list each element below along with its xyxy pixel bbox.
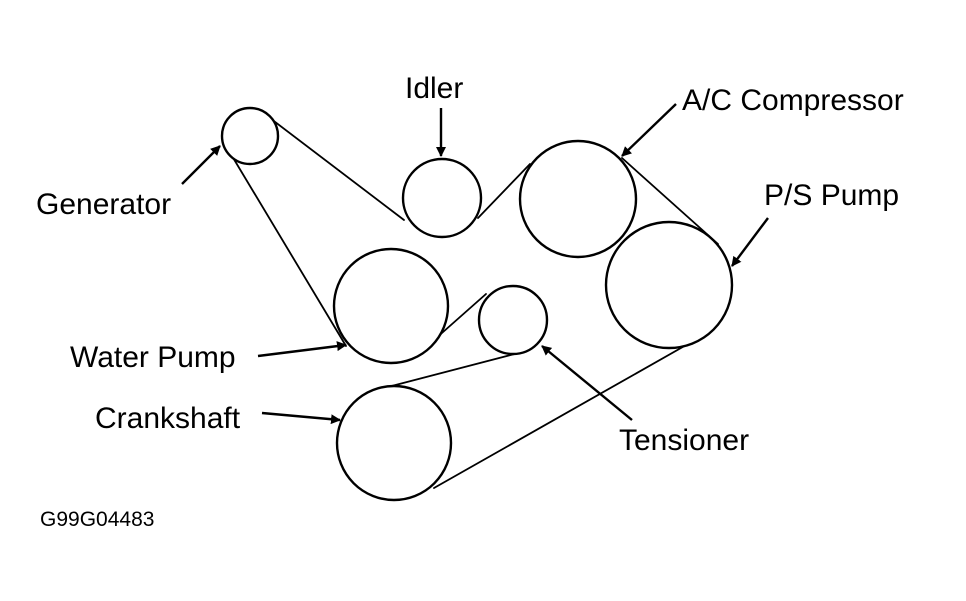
water-pump-pulley xyxy=(332,247,450,365)
generator-pulley xyxy=(220,106,280,166)
crankshaft-label: Crankshaft xyxy=(95,402,241,435)
ac-compressor-arrow xyxy=(621,103,677,157)
belt-segment-crank-tensioner xyxy=(383,351,523,389)
crankshaft-pulley xyxy=(335,384,453,502)
tensioner-pulley xyxy=(477,284,549,356)
tensioner-arrow xyxy=(541,345,633,421)
belt-segment-idler-ac xyxy=(477,163,531,219)
belt-segment-generator-idler xyxy=(261,111,405,221)
ps-pump-pulley xyxy=(604,220,734,350)
water-pump-arrow xyxy=(257,341,347,358)
generator-label: Generator xyxy=(36,188,171,221)
idler-pulley xyxy=(401,157,483,239)
ps-pump-arrow xyxy=(731,217,769,267)
generator-arrow xyxy=(181,145,221,185)
water-pump-label: Water Pump xyxy=(70,341,236,374)
crankshaft-arrow xyxy=(261,411,341,425)
figure-code: G99G04483 xyxy=(40,508,154,531)
ac-compressor-pulley xyxy=(518,139,638,259)
ac-compressor-label: A/C Compressor xyxy=(682,84,904,117)
belt-segment-waterpump-generator xyxy=(225,145,347,347)
belt-segment-ps-crank xyxy=(433,343,689,489)
belt-segment-ac-ps xyxy=(621,157,719,245)
ps-pump-label: P/S Pump xyxy=(764,179,899,212)
tensioner-label: Tensioner xyxy=(619,424,749,457)
serpentine-belt xyxy=(225,111,719,489)
idler-label: Idler xyxy=(405,72,463,105)
